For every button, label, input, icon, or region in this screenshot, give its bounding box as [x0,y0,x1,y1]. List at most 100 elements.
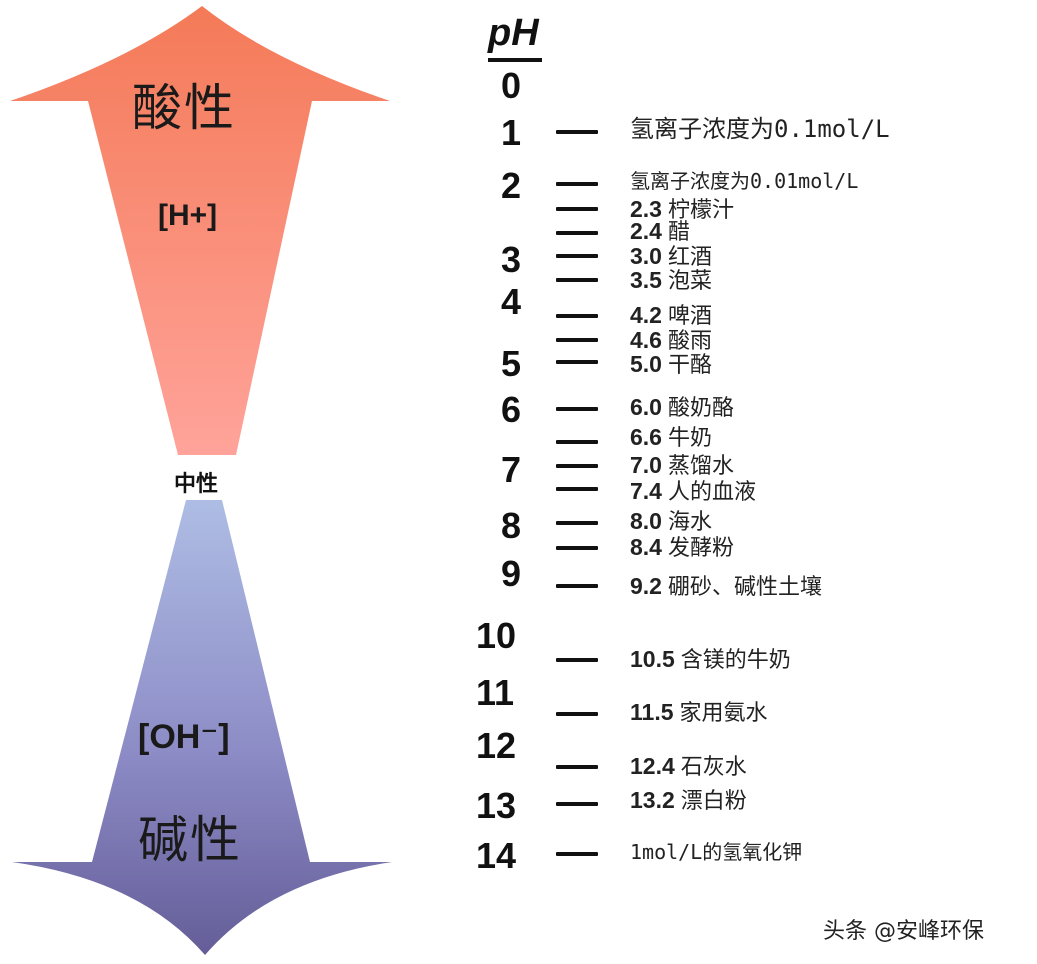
acid-base-arrows [10,6,392,955]
substance-name: 发酵粉 [667,536,734,561]
acid-arrow-shape [10,6,390,455]
substance-ph-value: 8.4 [630,534,662,560]
ph-value-11: 11 [476,672,515,713]
substance-ph-value: 7.0 [630,452,662,478]
acid-label: 酸性 [132,79,236,137]
scale-tick [556,765,598,769]
scale-tick [556,207,598,211]
scale-tick [556,658,598,662]
scale-tick [556,802,598,806]
ph-value-13: 13 [476,785,517,826]
ph-value-5: 5 [501,343,522,384]
substance-name: 石灰水 [680,755,747,780]
substance-name: 海水 [667,510,712,535]
substance-name: 氢离子浓度为0.01mol/L [630,169,859,193]
substance-ph-value: 10.5 [630,646,675,672]
substance-ph-value: 7.4 [630,478,662,504]
scale-tick [556,278,598,282]
substance-ph-value: 6.0 [630,394,662,420]
substance-ph-value: 9.2 [630,573,662,599]
substance-name: 人的血液 [667,480,756,505]
ph-value-7: 7 [501,449,522,490]
watermark: 头条 @安峰环保 [823,919,984,944]
substance-name: 蒸馏水 [667,454,734,479]
ph-value-4: 4 [501,281,522,322]
scale-tick [556,182,598,186]
substance-ph-value: 8.0 [630,508,662,534]
ph-value-0: 0 [501,65,522,106]
substance-ph-value: 3.0 [630,243,662,269]
scale-tick [556,407,598,411]
ph-value-3: 3 [501,239,522,280]
substance-name: 啤酒 [667,304,712,329]
scale-tick [556,712,598,716]
ph-value-9: 9 [501,553,522,594]
substance-ph-value: 3.5 [630,267,662,293]
scale-tick [556,464,598,468]
substance-ph-value: 5.0 [630,351,662,377]
base-label: 碱性 [138,811,242,869]
ph-value-6: 6 [501,389,522,430]
substance-name: 泡菜 [667,269,712,294]
substance-ph-value: 4.6 [630,327,662,353]
substance-ph-value: 2.4 [630,218,662,244]
substance-name: 漂白粉 [680,789,747,814]
substance-name: 牛奶 [667,426,712,451]
scale-tick [556,521,598,525]
substance-name: 含镁的牛奶 [680,648,791,673]
scale-tick [556,314,598,318]
substance-name: 1mol/L的氢氧化钾 [630,840,803,864]
substance-name: 干酪 [667,353,712,378]
hydrogen-ion-label: [H+] [158,199,218,232]
scale-tick [556,487,598,491]
scale-tick [556,254,598,258]
ph-scale-title: pH [488,12,539,54]
substance-ph-value: 2.3 [630,196,662,222]
substance-ph-value: 12.4 [630,753,675,779]
neutral-label: 中性 [174,472,219,497]
ph-value-8: 8 [501,505,522,546]
scale-tick [556,130,598,134]
base-arrow-shape [12,500,392,955]
substance-item: 氢离子浓度为0.01mol/L [630,168,858,196]
substance-name: 酸奶酪 [667,396,734,421]
scale-tick [556,584,598,588]
substance-ph-value: 13.2 [630,787,675,813]
scale-tick [556,231,598,235]
substance-name: 醋 [667,220,690,245]
substance-name: 家用氨水 [679,701,768,726]
ph-value-14: 14 [476,835,517,876]
substance-item: 氢离子浓度为0.1mol/L [630,116,890,145]
substance-name: 硼砂、碱性土壤 [667,575,822,600]
scale-tick [556,360,598,364]
ph-title-underline [488,58,542,62]
scale-tick [556,440,598,444]
scale-tick [556,546,598,550]
scale-tick [556,852,598,856]
ph-value-10: 10 [476,615,517,656]
substance-name: 氢离子浓度为0.1mol/L [630,115,890,143]
ph-value-12: 12 [476,725,517,766]
hydroxide-ion-label: [OH⁻] [138,718,230,756]
substance-name: 酸雨 [667,329,712,354]
substance-name: 红酒 [667,245,712,270]
substance-ph-value: 6.6 [630,424,662,450]
